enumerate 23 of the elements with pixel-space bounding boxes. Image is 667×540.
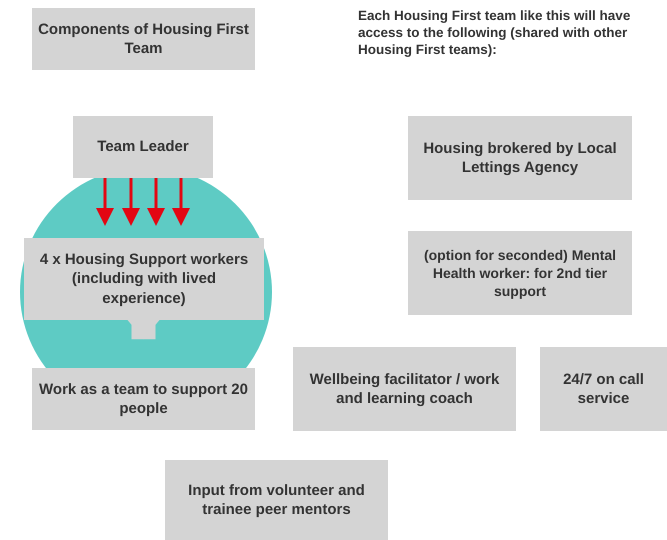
arrow: [172, 178, 190, 226]
box-text: Components of Housing First Team: [38, 20, 249, 58]
text-box: [540, 347, 667, 431]
box-text: 4 x Housing Support workers (including with lived experience): [38, 250, 250, 308]
text-box: [293, 347, 516, 431]
text-box: [408, 116, 632, 200]
box-text: 24/7 on call service: [562, 370, 645, 408]
text-box: [24, 238, 264, 320]
text-box: [32, 368, 255, 430]
arrow: [96, 178, 114, 226]
text-box: [408, 231, 632, 315]
text-box: [32, 8, 255, 70]
box-text: Wellbeing facilitator / work and learning coach: [308, 370, 500, 408]
box-text: Input from volunteer and trainee peer mentors: [187, 480, 366, 520]
box-text: Team Leader: [97, 137, 189, 157]
box-text: Housing brokered by Local Lettings Agency: [422, 138, 618, 178]
text-box: [73, 116, 213, 178]
arrow: [122, 178, 140, 226]
box-text: Work as a team to support 20 people: [38, 380, 249, 418]
box-text: (option for seconded) Mental Health worker: for 2nd tier support: [422, 246, 618, 300]
arrow: [147, 178, 165, 226]
text-box: [165, 460, 388, 540]
note-text: Each Housing First team like this will have access to the following (shared with other Housing First teams):: [358, 8, 632, 59]
